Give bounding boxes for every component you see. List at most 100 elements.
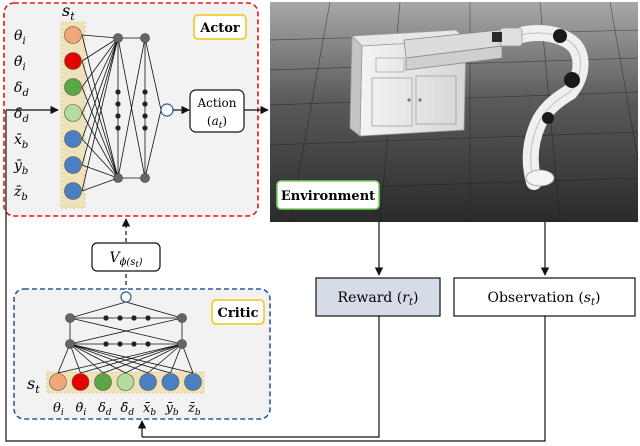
critic-input-node bbox=[49, 373, 67, 391]
actor-input-node bbox=[64, 104, 82, 122]
hidden-dot bbox=[142, 101, 148, 107]
critic-input-node bbox=[161, 373, 180, 391]
observation-feedback-line bbox=[5, 110, 546, 442]
critic-input-label: θ̇i bbox=[76, 401, 87, 418]
value-label: Vϕ(st) bbox=[109, 250, 142, 269]
actor-input-label: δ̇d bbox=[14, 106, 29, 125]
critic-input-label: θi bbox=[53, 401, 64, 418]
hidden-dot bbox=[115, 125, 121, 131]
critic-input-label: ȳb bbox=[165, 401, 179, 418]
network-edge bbox=[144, 37, 162, 111]
actor-input-label: θi bbox=[14, 28, 26, 47]
network-edge bbox=[81, 60, 119, 179]
network-edge bbox=[69, 343, 104, 374]
network-edge bbox=[81, 112, 119, 179]
actor-input-node bbox=[64, 130, 82, 148]
critic-title: Critic bbox=[218, 306, 259, 321]
hidden-dot bbox=[145, 341, 151, 347]
critic-input-node bbox=[139, 373, 157, 391]
hidden-node bbox=[65, 313, 75, 323]
network-edge bbox=[125, 301, 183, 319]
network-edge bbox=[69, 317, 183, 345]
cabinet bbox=[349, 29, 503, 137]
hidden-dot bbox=[117, 341, 123, 347]
actor-input-node bbox=[64, 156, 82, 174]
critic-input-label: x̄b bbox=[143, 401, 156, 418]
actor-network-edges bbox=[81, 34, 162, 192]
hidden-dot bbox=[145, 315, 151, 321]
environment-label: Environment bbox=[281, 189, 375, 204]
network-edge bbox=[81, 177, 119, 192]
hidden-dot bbox=[142, 125, 148, 131]
actor-input-label: x̄b bbox=[14, 132, 28, 151]
hidden-node bbox=[177, 339, 187, 349]
critic-input-node bbox=[184, 373, 202, 391]
critic-input-node bbox=[116, 373, 135, 391]
actor-input-label: z̄b bbox=[13, 184, 28, 203]
network-edge bbox=[144, 109, 162, 179]
network-edge bbox=[81, 37, 119, 62]
action-label: Action bbox=[197, 96, 237, 110]
network-edge bbox=[81, 138, 119, 179]
robot-arm bbox=[492, 25, 589, 190]
observation-label: Observation (st) bbox=[487, 290, 600, 308]
value-function-box: Vϕ(st) bbox=[91, 218, 161, 292]
hidden-node bbox=[113, 173, 123, 183]
critic-state-label: st bbox=[27, 374, 40, 396]
hidden-node bbox=[177, 313, 187, 323]
hidden-dot bbox=[115, 113, 121, 119]
actor-input-node bbox=[64, 26, 82, 44]
observation-box bbox=[453, 277, 636, 317]
network-edge bbox=[81, 37, 119, 114]
critic-input-label: z̄b bbox=[187, 401, 201, 418]
network-edge bbox=[69, 343, 171, 374]
hidden-dot bbox=[131, 341, 137, 347]
action-box bbox=[189, 89, 245, 133]
network-edge bbox=[81, 37, 119, 166]
critic-input-label: δd bbox=[98, 401, 112, 418]
critic-title-box bbox=[211, 299, 265, 325]
environment-label-box bbox=[276, 180, 380, 210]
network-edge bbox=[81, 37, 119, 192]
hidden-dot bbox=[142, 113, 148, 119]
network-edge bbox=[81, 86, 119, 179]
hidden-dot bbox=[131, 315, 137, 321]
hidden-dot bbox=[103, 315, 109, 321]
hidden-dot bbox=[115, 101, 121, 107]
action-symbol: (at) bbox=[207, 114, 227, 131]
network-edge bbox=[69, 343, 81, 374]
hidden-node bbox=[140, 33, 150, 43]
network-edge bbox=[69, 343, 194, 374]
reward-box bbox=[315, 277, 441, 317]
actor-network-nodes bbox=[64, 26, 150, 200]
critic-input-node bbox=[71, 373, 90, 391]
actor-input-node bbox=[64, 52, 82, 70]
network-edge bbox=[81, 34, 119, 179]
observation-block: Observation (st) bbox=[453, 222, 636, 317]
critic-input-node bbox=[94, 373, 112, 391]
network-edge bbox=[81, 34, 119, 39]
hidden-node bbox=[113, 33, 123, 43]
feedback-lines bbox=[5, 105, 546, 442]
actor-output-node bbox=[160, 103, 174, 117]
actor-input-label: ȳb bbox=[13, 158, 28, 177]
network-edge bbox=[117, 37, 146, 179]
hidden-dot bbox=[142, 89, 148, 95]
actor-title: Actor bbox=[199, 21, 240, 36]
actor-input-label: δd bbox=[14, 80, 29, 99]
critic-network-nodes bbox=[49, 313, 202, 391]
network-edge bbox=[69, 343, 149, 374]
actor-input-node bbox=[64, 78, 82, 96]
critic-output-node bbox=[120, 291, 132, 303]
actor-title-box bbox=[193, 14, 247, 40]
reward-feedback-line bbox=[142, 316, 380, 438]
hidden-node bbox=[140, 173, 150, 183]
environment-render: Environment bbox=[269, 1, 639, 223]
reward-block: Reward (rt) bbox=[315, 222, 441, 317]
value-box bbox=[91, 242, 161, 272]
network-edge bbox=[69, 343, 126, 374]
network-edge bbox=[57, 343, 71, 374]
